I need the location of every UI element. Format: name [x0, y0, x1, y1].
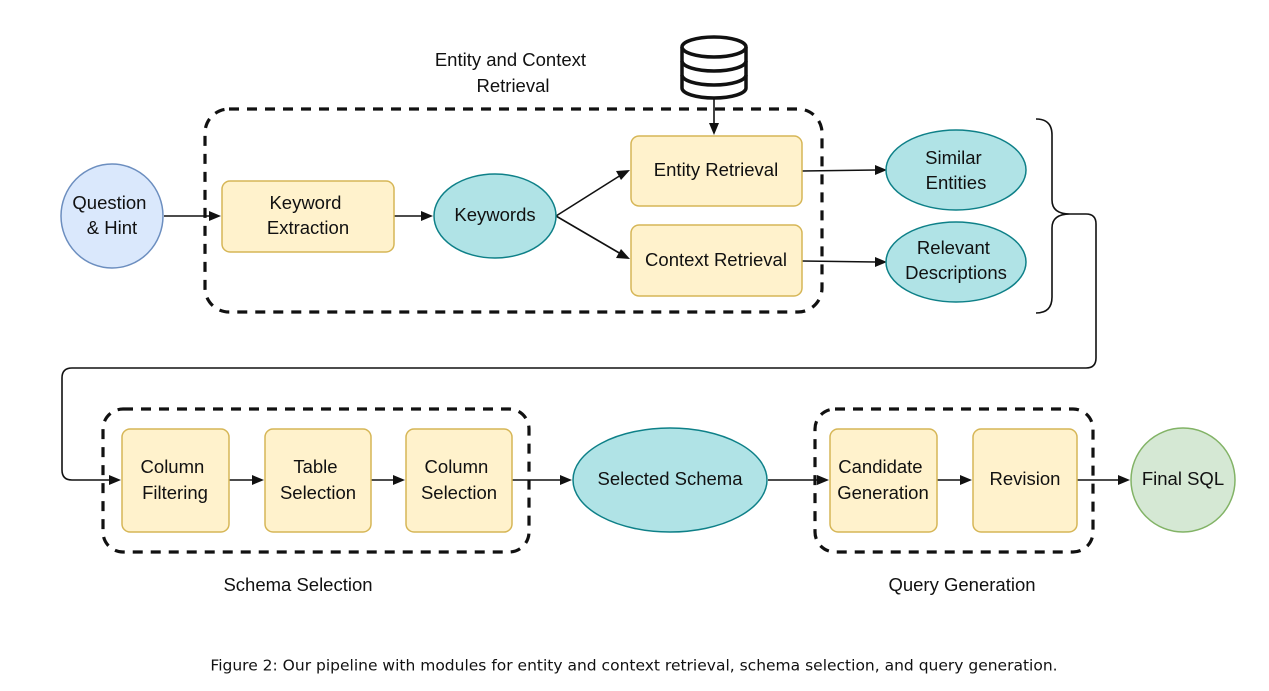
arrowhead — [393, 475, 405, 485]
edge-context-retrieval-to-relevant-descriptions — [801, 260, 877, 263]
node-keyword-extraction: Keyword Extraction — [221, 180, 395, 253]
node-keywords-label: Keywords — [454, 204, 535, 225]
node-candidate-generation-line-2: Generation — [837, 482, 929, 503]
node-relevant-descriptions-label: Relevant Descriptions — [905, 237, 1007, 283]
node-relevant-descriptions-shape — [885, 221, 1027, 303]
node-candidate-generation-label: Candidate Generation — [837, 456, 929, 503]
node-entity-retrieval-shape — [630, 135, 803, 207]
node-revision: Revision — [972, 428, 1078, 533]
node-relevant-descriptions-line-1: Relevant — [917, 237, 990, 258]
node-selected-schema: Selected Schema — [572, 427, 768, 533]
group-entity-context-retrieval — [203, 107, 824, 314]
node-question-hint-shape — [60, 163, 164, 269]
node-context-retrieval-shape — [630, 224, 803, 297]
group-label-query-generation: Query Generation — [888, 574, 1035, 595]
group-label-entity-context-line-2: Retrieval — [477, 75, 550, 96]
edge-keywords-to-context-retrieval — [555, 215, 622, 255]
edges — [61, 99, 1130, 485]
node-table-selection-shape — [264, 428, 372, 533]
database-icon — [680, 35, 748, 100]
arrowhead — [109, 475, 121, 485]
arrowhead — [421, 211, 433, 221]
node-column-filtering: Column Filtering — [121, 428, 230, 533]
arrowhead — [960, 475, 972, 485]
node-similar-entities-label: Similar Entities — [925, 147, 987, 193]
arrowhead — [252, 475, 264, 485]
merge-brace — [1035, 118, 1071, 314]
node-entity-retrieval: Entity Retrieval — [630, 135, 803, 207]
node-final-sql-label: Final SQL — [1142, 468, 1224, 489]
node-context-retrieval: Context Retrieval — [630, 224, 803, 297]
node-keyword-extraction-line-2: Extraction — [267, 217, 349, 238]
node-column-selection-line-2: Selection — [421, 482, 497, 503]
node-relevant-descriptions: Relevant Descriptions — [885, 221, 1027, 303]
node-revision-shape — [972, 428, 1078, 533]
node-entity-retrieval-label: Entity Retrieval — [654, 159, 778, 180]
node-keywords-shape — [433, 173, 557, 259]
node-candidate-generation: Candidate Generation — [829, 428, 938, 533]
arrowhead — [209, 211, 221, 221]
node-column-selection-shape — [405, 428, 513, 533]
node-question-hint-line-1: Question — [72, 192, 146, 213]
node-context-retrieval-label: Context Retrieval — [645, 249, 787, 270]
arrowhead — [875, 257, 887, 267]
node-relevant-descriptions-line-2: Descriptions — [905, 262, 1007, 283]
arrowhead — [616, 249, 630, 259]
edge-retrieval-results-to-column-filtering — [61, 213, 1097, 481]
figure-caption: Figure 2: Our pipeline with modules for … — [210, 657, 1057, 675]
node-column-selection: Column Selection — [405, 428, 513, 533]
edge-entity-retrieval-to-similar-entities — [801, 169, 877, 172]
node-final-sql: Final SQL — [1130, 427, 1236, 533]
node-question-hint: Question & Hint — [60, 163, 164, 269]
arrowhead — [560, 475, 572, 485]
node-keyword-extraction-label: Keyword Extraction — [267, 192, 349, 238]
arrowhead — [709, 123, 719, 135]
node-final-sql-shape — [1130, 427, 1236, 533]
arrowhead — [616, 170, 630, 180]
node-candidate-generation-line-1: Candidate — [838, 456, 922, 477]
arrowhead — [1118, 475, 1130, 485]
node-keyword-extraction-line-1: Keyword — [269, 192, 341, 213]
node-column-filtering-shape — [121, 428, 230, 533]
node-table-selection-line-2: Selection — [280, 482, 356, 503]
arrowhead — [817, 475, 829, 485]
node-similar-entities-shape — [885, 129, 1027, 211]
node-selected-schema-label: Selected Schema — [597, 468, 743, 489]
node-column-filtering-line-1: Column — [141, 456, 205, 477]
node-candidate-generation-shape — [829, 428, 938, 533]
edge-keywords-to-entity-retrieval — [555, 174, 622, 217]
node-similar-entities-line-2: Entities — [926, 172, 987, 193]
node-keywords: Keywords — [433, 173, 557, 259]
node-selected-schema-shape — [572, 427, 768, 533]
node-table-selection-label: Table Selection — [280, 456, 356, 503]
node-column-filtering-line-2: Filtering — [142, 482, 208, 503]
group-label-entity-context-line-1: Entity and Context — [435, 49, 586, 70]
node-keyword-extraction-shape — [221, 180, 395, 253]
node-column-selection-label: Column Selection — [421, 456, 497, 503]
arrowhead — [875, 165, 887, 175]
node-question-hint-label: Question & Hint — [72, 192, 151, 238]
group-label-schema-selection: Schema Selection — [223, 574, 372, 595]
group-label-entity-context: Entity and Context Retrieval — [435, 49, 591, 96]
node-table-selection: Table Selection — [264, 428, 372, 533]
node-similar-entities: Similar Entities — [885, 129, 1027, 211]
node-revision-label: Revision — [990, 468, 1061, 489]
node-similar-entities-line-1: Similar — [925, 147, 982, 168]
node-table-selection-line-1: Table — [293, 456, 337, 477]
node-column-selection-line-1: Column — [425, 456, 489, 477]
node-column-filtering-label: Column Filtering — [141, 456, 210, 503]
node-question-hint-line-2: & Hint — [87, 217, 137, 238]
